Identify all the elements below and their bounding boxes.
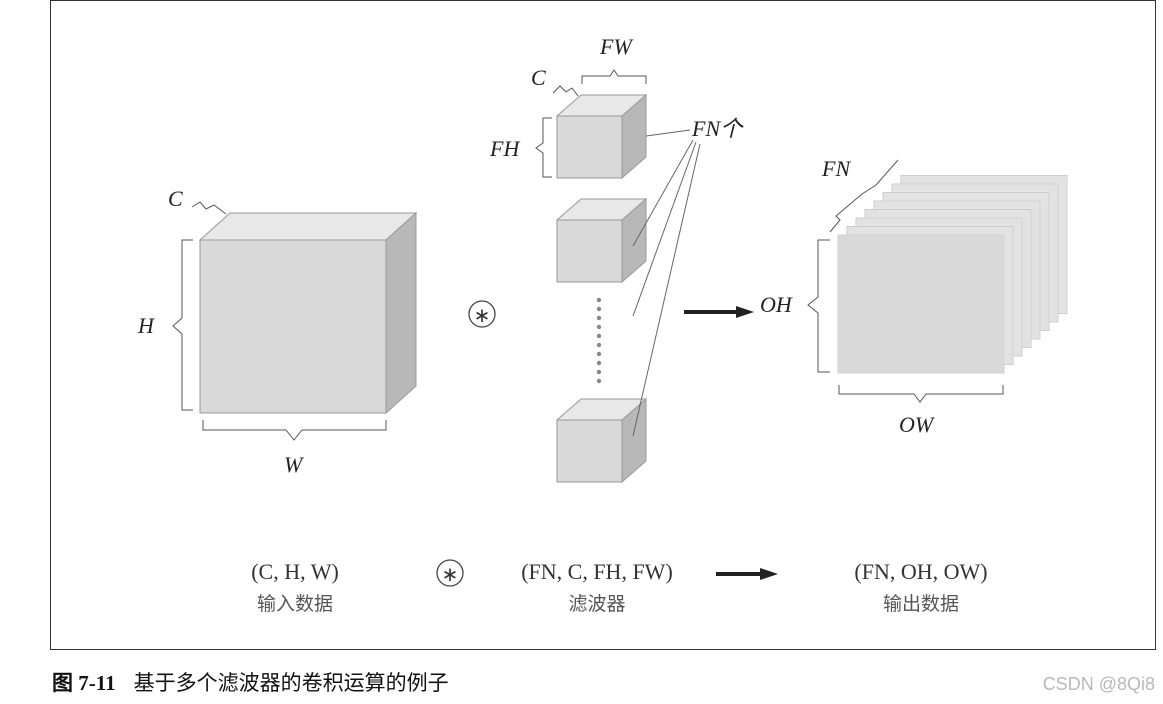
input-c-label: C [168, 186, 183, 211]
filter-name-text: 滤波器 [568, 593, 625, 615]
filter-n [555, 397, 648, 484]
output-name-text: 输出数据 [883, 593, 959, 615]
output-channel-1 [837, 234, 1005, 374]
output-ow-brace [838, 385, 1004, 403]
filter-ellipsis-dots [596, 297, 602, 384]
output-fn-brace [829, 159, 899, 233]
output-stack [837, 174, 1068, 374]
input-h-label: H [137, 313, 155, 338]
input-name-text: 输入数据 [257, 593, 333, 615]
bottom-operator-symbol: ∗ [442, 562, 459, 586]
figure-caption: 图 7-11 基于多个滤波器的卷积运算的例子 [52, 667, 449, 697]
filter-c-brace [552, 85, 579, 97]
input-block-front [199, 239, 387, 414]
watermark: CSDN @8Qi8 [1042, 674, 1155, 694]
filter-2 [555, 197, 648, 284]
output-ow-label: OW [899, 412, 935, 437]
filter-fw-label: FW [599, 34, 633, 59]
output-fn-label: FN [821, 156, 851, 181]
filter-c-label: C [531, 65, 546, 90]
output-shape-text: (FN, OH, OW) [854, 559, 987, 584]
filter-1 [555, 93, 648, 180]
convolution-operator-circle [468, 300, 496, 328]
filter-shape-text: (FN, C, FH, FW) [521, 559, 673, 584]
output-oh-brace [807, 239, 830, 373]
bottom-operator-circle [436, 559, 464, 587]
output-oh-label: OH [760, 292, 793, 317]
filter-fh-brace [535, 117, 552, 178]
filter-fw-brace [581, 69, 647, 84]
input-c-brace [191, 201, 227, 215]
bottom-arrow [716, 568, 778, 580]
input-h-brace [172, 239, 193, 411]
figure-frame [50, 0, 1156, 650]
input-w-brace [202, 420, 387, 441]
input-w-label: W [284, 452, 304, 477]
caption-number: 图 7-11 [52, 671, 116, 695]
caption-text: 基于多个滤波器的卷积运算的例子 [133, 671, 449, 695]
filter-count-label: FN个 [691, 116, 744, 141]
convolution-operator-symbol: ∗ [474, 303, 491, 327]
input-block [198, 211, 418, 415]
filter-fh-label: FH [489, 136, 520, 161]
filter-count-leaders [632, 129, 701, 437]
input-block-side [385, 211, 417, 415]
input-shape-text: (C, H, W) [251, 559, 339, 584]
result-arrow [684, 306, 754, 318]
input-block-top [198, 212, 418, 241]
output-channel-border-1 [837, 234, 1005, 374]
